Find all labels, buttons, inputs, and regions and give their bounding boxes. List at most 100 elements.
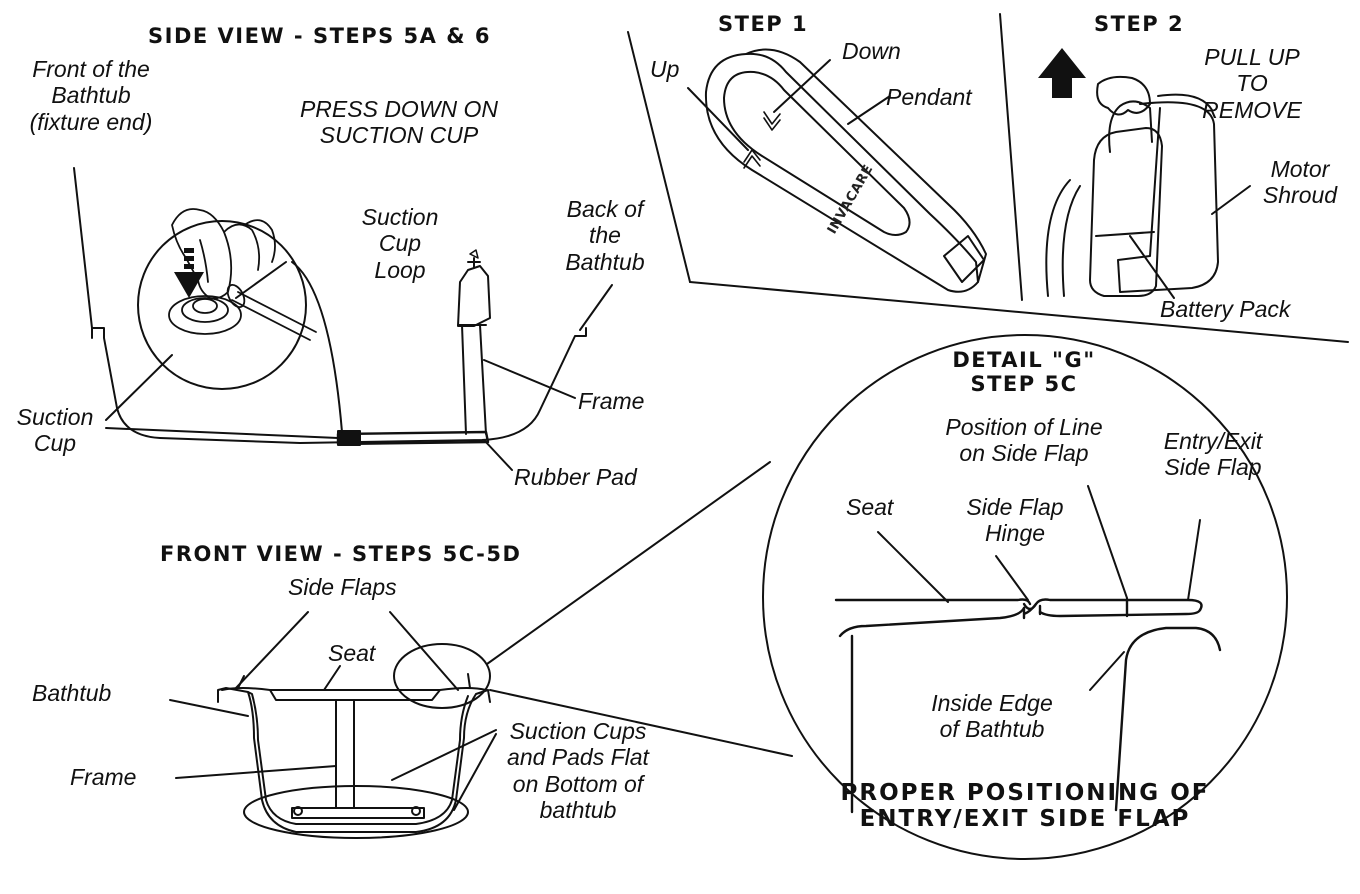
press-down-label: PRESS DOWN ON SUCTION CUP [262, 96, 536, 149]
leader-battery-pack [1129, 235, 1175, 299]
side-frame-label: Frame [578, 388, 645, 414]
suction-cup-loop-label: Suction Cup Loop [350, 204, 450, 283]
leader-back-bathtub [579, 284, 613, 331]
back-of-bathtub-label: Back of the Bathtub [546, 196, 664, 275]
leader-rubber-pad [483, 439, 513, 471]
detail-seat-bottom [838, 606, 1202, 638]
front-frame-base [291, 807, 425, 819]
detail-circle [762, 334, 1288, 860]
detail-ellipse [393, 643, 491, 709]
front-bathtub-inner [247, 691, 469, 825]
motor-shroud-line-2: Shroud [1262, 182, 1338, 209]
front-frame-column [335, 699, 355, 809]
suction-cup-loop-line-3: Loop [374, 256, 426, 283]
leader-frame [483, 359, 576, 399]
inside-edge-line-2: of Bathtub [939, 716, 1045, 743]
leader-motor-shroud [1211, 185, 1251, 215]
up-label: Up [650, 56, 680, 82]
detail-connector-top [486, 461, 771, 665]
motor-shroud-body [1117, 101, 1219, 293]
detail-connector-bottom [489, 689, 793, 757]
side-view-drawing [73, 167, 613, 471]
suction-cup-closeup [168, 208, 317, 341]
steps-panels [627, 13, 1349, 343]
leader-frame-front [175, 765, 337, 779]
entry-exit-label: Entry/Exit Side Flap [1150, 428, 1276, 481]
position-of-line-line-1: Position of Line [945, 414, 1103, 440]
battery-pack-body [1089, 127, 1163, 297]
suction-cups-line-3: on Bottom of [512, 770, 644, 797]
front-bathtub-label: Bathtub [32, 680, 112, 706]
pull-up-arrow [1038, 48, 1086, 98]
detail-g-title-line-2: STEP 5C [970, 372, 1078, 397]
hand [1096, 75, 1151, 116]
down-chevron [763, 111, 781, 131]
front-of-bathtub-label: Front of the Bathtub (fixture end) [8, 56, 174, 135]
rubber-pad-label: Rubber Pad [514, 464, 637, 490]
leader-suction-cups-2 [453, 733, 497, 811]
leader-suction-cup-2 [105, 427, 339, 439]
back-of-bathtub-line-3: Bathtub [565, 248, 645, 275]
front-view-drawing [169, 461, 793, 839]
position-of-line-line-2: on Side Flap [959, 440, 1089, 467]
pull-up-line-1: PULL UP [1204, 44, 1300, 70]
motor-shroud-line-1: Motor [1270, 156, 1330, 182]
suction-cup-loop-line-1: Suction [361, 204, 439, 230]
leader-suction-cup-1 [105, 354, 173, 421]
side-suction-cup-block [337, 430, 361, 446]
leader-detail-inside-edge [1089, 651, 1125, 691]
front-of-bathtub-line-2: Bathtub [51, 82, 131, 109]
motor-shroud-side [1157, 93, 1213, 111]
pull-up-label: PULL UP TO REMOVE [1178, 44, 1326, 123]
side-frame-leg [457, 324, 487, 435]
detail-hinge [1022, 602, 1042, 620]
side-flap-hinge-label: Side Flap Hinge [956, 494, 1074, 547]
leader-pendant [847, 95, 891, 125]
motor-shroud-label: Motor Shroud [1244, 156, 1356, 209]
detail-g-drawing [762, 334, 1288, 860]
detail-g-title-line-1: DETAIL "G" [952, 348, 1096, 372]
up-chevron [743, 149, 761, 169]
pendant-body [704, 52, 979, 293]
leader-detail-position [1087, 485, 1128, 599]
side-frame-back-support [457, 257, 491, 327]
suction-cups-line-1: Suction Cups [509, 718, 647, 744]
pull-up-line-2: TO [1236, 70, 1268, 97]
inside-edge-line-1: Inside Edge [931, 690, 1053, 716]
front-of-bathtub-line-3: (fixture end) [29, 108, 153, 135]
press-down-line-1: PRESS DOWN ON [299, 96, 499, 122]
front-frame-label: Frame [70, 764, 137, 790]
entry-exit-line-1: Entry/Exit [1163, 428, 1263, 454]
panel-divider-middle [999, 13, 1023, 301]
suction-cup-label: Suction Cup [2, 404, 108, 457]
position-of-line-label: Position of Line on Side Flap [924, 414, 1124, 467]
leader-side-flaps-left [235, 611, 309, 689]
side-flap-hinge-line-1: Side Flap [966, 494, 1064, 520]
back-of-bathtub-line-1: Back of [566, 196, 644, 222]
leader-detail-entry-exit [1187, 519, 1201, 601]
side-bathtub-outline [91, 327, 587, 444]
step2-title: STEP 2 [1094, 12, 1185, 36]
detail-caption-line-2: ENTRY/EXIT SIDE FLAP [859, 806, 1191, 833]
panel-divider-bottom [689, 281, 1349, 343]
pendant-label: Pendant [886, 84, 972, 110]
suction-cups-label: Suction Cups and Pads Flat on Bottom of … [492, 718, 664, 824]
suction-cup-line-1: Suction [16, 404, 94, 430]
front-pad-left [293, 806, 303, 816]
press-down-arrow [174, 248, 204, 298]
detail-seat-top [834, 598, 1203, 612]
leader-side-flaps-right [389, 611, 459, 691]
inside-edge-label: Inside Edge of Bathtub [918, 690, 1066, 743]
detail-inside-edge [1114, 626, 1222, 812]
press-down-line-2: SUCTION CUP [319, 122, 479, 149]
magnifier-circle [137, 220, 307, 390]
pendant-face [723, 70, 911, 236]
leader-suction-cup-loop [235, 261, 287, 299]
step1-title: STEP 1 [718, 12, 809, 36]
pendant-back-edge [745, 48, 987, 283]
frame-post [1045, 179, 1081, 297]
side-flap-hinge-line-2: Hinge [984, 520, 1046, 547]
leader-detail-hinge [995, 555, 1029, 601]
